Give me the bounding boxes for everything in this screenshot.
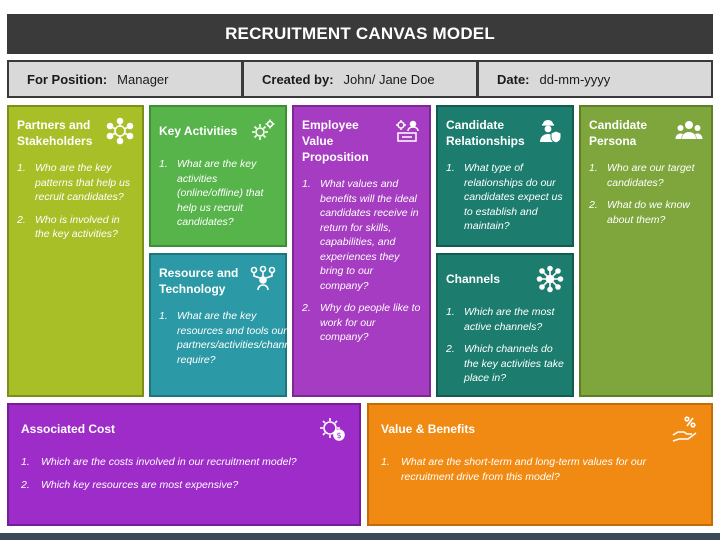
item-text: Who is involved in the key activities? [35,213,120,241]
date-label: Date: [497,71,530,87]
item-text: Which are the most active channels? [464,306,555,333]
relationships-list: 1. What type of relationships do our cand… [446,161,564,234]
evp-list: 1. What values and benefits will the idea… [302,177,421,345]
employee-value-proposition-card: Employee Value Proposition 1. What values… [292,105,431,397]
date-cell: Date: dd-mm-yyyy [479,62,711,96]
item-text: What values and benefits will the ideal … [320,178,419,292]
evp-title: Employee Value Proposition [302,118,369,164]
key-activities-card: Key Activities 1. What are the key activi… [149,105,287,247]
item-text: Which are the costs involved in our recr… [41,456,297,468]
item-text: Which key resources are most expensive? [41,478,239,491]
list-item: 1. What values and benefits will the idea… [302,177,421,293]
info-bar: For Position: Manager Created by: John/ … [7,60,713,98]
list-item: 1. Who are our target candidates? [589,161,703,190]
channels-title: Channels [446,272,501,286]
resource-person-icon [249,265,277,293]
cost-list: 1. Which are the costs involved in our re… [21,455,347,492]
value-proposition-icon [393,117,421,145]
cost-gear-icon: $ [319,415,347,443]
persona-title: Candidate Persona [589,118,648,148]
value-title: Value & Benefits [381,422,476,436]
item-text: What type of relationships do our candid… [464,162,563,232]
item-number: 1. [17,162,26,174]
worker-shield-icon [536,117,564,145]
value-list: 1. What are the short-term and long-term … [381,455,699,484]
created-by-cell: Created by: John/ Jane Doe [244,62,476,96]
item-number: 1. [446,162,455,174]
channels-list: 1. Which are the most active channels? 2.… [446,305,564,386]
list-item: 1. What are the key activities (online/of… [159,157,277,230]
item-number: 2. [446,343,455,355]
list-item: 2. Which key resources are most expensive… [21,478,347,493]
item-number: 2. [17,213,26,226]
list-item: 2. Which channels do the key activities t… [446,342,564,386]
svg-text:$: $ [336,431,341,440]
associated-cost-card: Associated Cost $ 1. Which are the costs … [7,403,361,526]
list-item: 2. What do we know about them? [589,198,703,227]
partners-title: Partners and Stakeholders [17,118,93,148]
partners-list: 1. Who are the key patterns that help us … [17,161,134,242]
position-value: Manager [117,71,169,87]
item-number: 1. [302,178,311,190]
item-number: 2. [302,302,311,314]
hub-network-icon [536,265,564,293]
item-text: What are the key resources and tools our… [177,310,304,366]
group-people-icon [675,117,703,145]
cost-title: Associated Cost [21,422,116,436]
position-cell: For Position: Manager [9,62,241,96]
item-number: 1. [381,456,390,468]
list-item: 2. Who is involved in the key activities? [17,213,134,242]
resource-list: 1. What are the key resources and tools o… [159,309,304,367]
item-number: 1. [159,310,168,322]
resource-title: Resource and Technology [159,266,239,296]
list-item: 1. Which are the costs involved in our re… [21,455,347,470]
title-bar: RECRUITMENT CANVAS MODEL [7,14,713,54]
key-activities-list: 1. What are the key activities (online/of… [159,157,277,230]
item-number: 2. [21,478,30,491]
item-text: Which channels do the key activities tak… [464,343,564,384]
created-by-value: John/ Jane Doe [343,71,435,87]
list-item: 1. What type of relationships do our cand… [446,161,564,234]
item-number: 1. [446,306,455,318]
list-item: 1. What are the key resources and tools o… [159,309,304,367]
item-number: 1. [589,162,598,174]
key-activities-title: Key Activities [159,124,238,138]
partners-card: Partners and Stakeholders 1. Who are the … [7,105,144,397]
item-text: What are the key activities (online/offl… [177,158,264,228]
persona-list: 1. Who are our target candidates? 2. What … [589,161,703,227]
resource-technology-card: Resource and Technology 1. What are the k… [149,253,304,397]
gears-icon [249,117,277,145]
created-by-label: Created by: [262,71,334,87]
hand-percent-icon [671,415,699,443]
relationships-title: Candidate Relationships [446,118,525,148]
candidate-relationships-card: Candidate Relationships 1. What type of r… [436,105,574,247]
item-number: 2. [589,199,598,211]
network-people-icon [106,117,134,145]
item-text: Who are our target candidates? [607,162,695,189]
date-value: dd-mm-yyyy [539,71,611,87]
position-label: For Position: [27,71,108,87]
item-number: 1. [159,158,168,170]
item-text: What are the short-term and long-term va… [401,456,647,483]
bottom-strip [0,533,720,540]
page-title: RECRUITMENT CANVAS MODEL [225,24,495,43]
item-number: 1. [21,456,30,468]
value-benefits-card: Value & Benefits 1. What are the short-te… [367,403,713,526]
item-text: What do we know about them? [607,199,690,226]
list-item: 1. What are the short-term and long-term … [381,455,699,484]
item-text: Why do people like to work for our compa… [320,302,421,343]
list-item: 1. Which are the most active channels? [446,305,564,334]
list-item: 1. Who are the key patterns that help us … [17,161,134,205]
item-text: Who are the key patterns that help us re… [35,162,131,203]
list-item: 2. Why do people like to work for our com… [302,301,421,345]
channels-card: Channels 1. Which are the most active cha… [436,253,574,397]
candidate-persona-card: Candidate Persona 1. Who are our target c… [579,105,713,397]
